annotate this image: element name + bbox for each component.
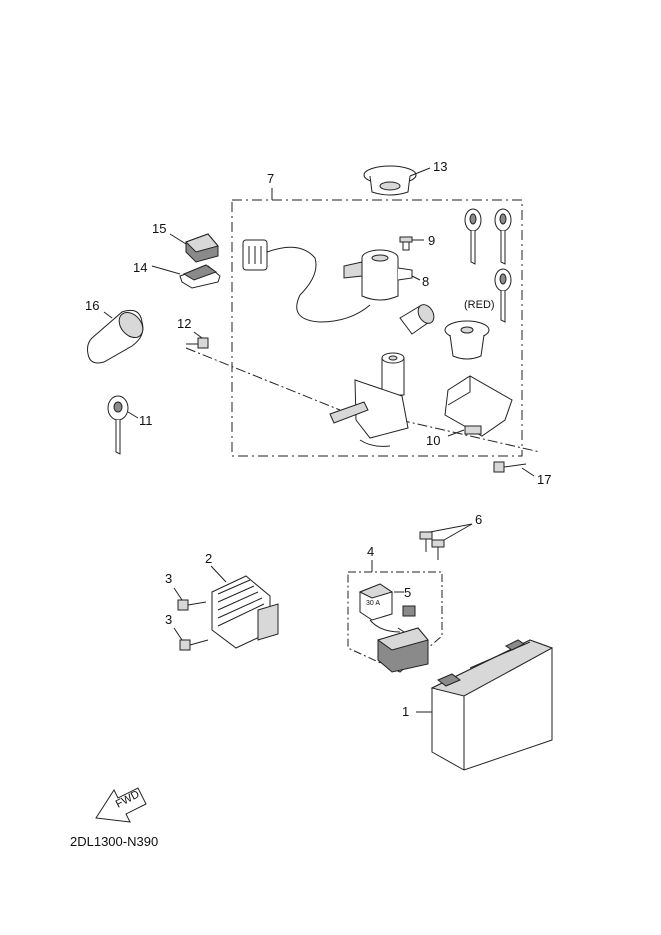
bolts-6 <box>419 523 473 560</box>
callout-12: 12 <box>177 316 191 331</box>
assembly-leader-line <box>185 347 541 453</box>
callout-5: 5 <box>404 585 411 600</box>
rectifier-regulator-2 <box>210 565 279 649</box>
callout-4: 4 <box>367 544 374 559</box>
rubber-tube-16 <box>87 309 144 364</box>
fuse-holder <box>376 627 429 673</box>
callout-2: 2 <box>205 551 212 566</box>
battery-1 <box>416 639 554 771</box>
screw-9 <box>399 236 424 251</box>
callout-17: 17 <box>537 472 551 487</box>
cover-14 <box>151 264 221 289</box>
screw-12 <box>186 331 209 349</box>
callout-1: 1 <box>402 704 409 719</box>
fwd-arrow-icon: FWD <box>95 787 147 823</box>
callout-16: 16 <box>85 298 99 313</box>
screw-17 <box>493 461 535 477</box>
ignition-switch <box>329 352 409 447</box>
fuse-label: 30 A <box>366 600 380 607</box>
drawing-code: 2DL1300-N390 <box>70 834 159 849</box>
callout-11: 11 <box>139 413 153 428</box>
key-11 <box>107 395 139 455</box>
bolts-3 <box>173 587 209 651</box>
callout-8: 8 <box>422 274 429 289</box>
seat-lock-ring-13 <box>363 165 431 196</box>
coupler-15 <box>169 233 219 263</box>
key-set <box>464 208 512 323</box>
callout-7: 7 <box>267 171 274 186</box>
lock-cylinder <box>399 304 435 335</box>
main-switch-8 <box>242 239 421 323</box>
callout-15: 15 <box>152 221 166 236</box>
callout-6: 6 <box>475 512 482 527</box>
callout-3a: 3 <box>165 571 172 586</box>
fuse-5 <box>358 583 416 637</box>
callout-10: 10 <box>426 433 440 448</box>
callout-14: 14 <box>133 260 147 275</box>
callout-3b: 3 <box>165 612 172 627</box>
control-unit-10 <box>444 375 513 437</box>
group-box-4 <box>347 560 443 673</box>
red-note: (RED) <box>464 299 495 311</box>
group-box-7 <box>231 188 523 457</box>
callout-13: 13 <box>433 159 447 174</box>
seat-lock-cap <box>444 320 490 360</box>
callout-9: 9 <box>428 233 435 248</box>
